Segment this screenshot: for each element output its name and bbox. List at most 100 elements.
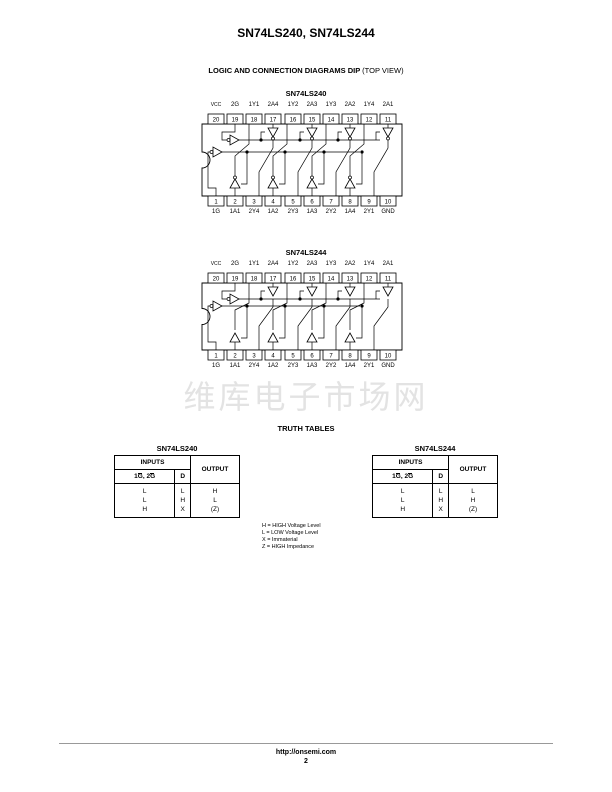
overbar: G [234, 261, 239, 267]
watermark: 维库电子市场网 [183, 378, 429, 416]
pin-label-12: 1Y4 [364, 102, 375, 108]
pin-number: 17 [270, 277, 277, 283]
cell: X [180, 506, 185, 513]
enable-column-header: 1G, 2G [113, 469, 176, 484]
junction-dot [298, 297, 302, 301]
pin-16 [284, 113, 302, 125]
pin-label-2: 1A1 [230, 363, 241, 369]
pin-number: 20 [213, 118, 220, 124]
pin-number: 3 [252, 200, 256, 206]
cell: X [438, 506, 443, 513]
pin-label-2: 1A1 [230, 209, 241, 215]
pin-5 [284, 349, 302, 361]
pin-18 [245, 113, 263, 125]
footer-url[interactable]: http://onsemi.com [275, 749, 337, 756]
overbar [407, 473, 413, 474]
inputs-header: INPUTS [372, 455, 449, 470]
buffer-gate-icon [344, 286, 356, 297]
buffer-gate-icon [306, 127, 318, 138]
data-column-header: D [432, 469, 449, 484]
cell: L [213, 497, 217, 504]
junction-dot [336, 297, 340, 301]
wire-enable [260, 290, 265, 299]
pin-14 [322, 113, 340, 125]
section-title: LOGIC AND CONNECTION DIAGRAMS DIP (TOP V… [0, 66, 612, 75]
pin-number: 19 [232, 118, 239, 124]
diagram-title-ls244: SN74LS244 [285, 248, 327, 257]
cell: L [400, 488, 405, 495]
buffer-gate-icon [344, 178, 356, 189]
wire-enable [318, 152, 325, 185]
junction-dot [360, 304, 364, 308]
wire-enable [241, 306, 248, 339]
wire-2g [221, 124, 236, 141]
pin-number: 7 [329, 354, 333, 360]
pin-16 [284, 272, 302, 284]
cell: H [400, 506, 406, 513]
legend-item: H = HIGH Voltage Level [262, 523, 321, 529]
overbar [149, 473, 155, 474]
cell: L [438, 488, 443, 495]
wire-enable [356, 152, 363, 185]
buffer-gate-icon [267, 286, 279, 297]
pin-label-8: 1A4 [345, 363, 356, 369]
wire-enable [299, 131, 304, 140]
pin-number: 12 [366, 118, 373, 124]
wire-output [272, 283, 288, 330]
legend-item: Z = HIGH Impedance [262, 544, 315, 550]
pin-number: 19 [232, 277, 239, 283]
buffer-gate-icon [344, 127, 356, 138]
pin-number: 13 [347, 118, 354, 124]
buffer-gate-icon [382, 127, 394, 138]
pin-label-11: 2A1 [383, 102, 394, 108]
overbar: G [215, 209, 220, 215]
pin-3 [245, 349, 263, 361]
buffer-gate-icon [267, 178, 279, 189]
junction-dot [360, 150, 364, 154]
cell: (Z) [210, 506, 220, 513]
pin-14 [322, 272, 340, 284]
pin-number: 15 [309, 118, 316, 124]
junction-dot [283, 150, 287, 154]
pin-label-1: 1G [212, 209, 220, 215]
pin-12 [360, 272, 378, 284]
pin-label-6: 1A3 [307, 209, 318, 215]
pin-label-9: 2Y1 [364, 209, 375, 215]
inverter-bubble [348, 136, 352, 141]
wire-output [258, 140, 274, 196]
pin-18 [245, 272, 263, 284]
cell: L [471, 488, 475, 495]
section-title-view: (TOP VIEW) [362, 66, 404, 75]
buffer-gate-icon [212, 300, 223, 312]
pin-number: 2 [233, 354, 237, 360]
buffer-gate-icon [344, 332, 356, 343]
footer: http://onsemi.com 2 [0, 748, 612, 766]
pin-label-3: 2Y4 [249, 363, 260, 369]
overbar [137, 473, 143, 474]
wire-enable [299, 290, 304, 299]
footer-divider [59, 743, 553, 744]
legend-item: X = Immaterial [262, 537, 298, 543]
section-title-bold: LOGIC AND CONNECTION DIAGRAMS DIP [208, 66, 361, 75]
legend-item: L = LOW Voltage Level [262, 530, 319, 536]
enable-column-header: 1G, 2G [371, 469, 434, 484]
inverter-bubble [233, 175, 237, 180]
enable-column-text: 1G, 2G [392, 473, 414, 480]
pin-label-15: 2A3 [307, 102, 318, 108]
junction-dot [298, 138, 302, 142]
truth-tables-title: TRUTH TABLES [277, 424, 335, 433]
wire-output [335, 299, 351, 350]
wire-output [311, 283, 327, 330]
enable-bubble [209, 304, 214, 308]
pin-label-9: 2Y1 [364, 363, 375, 369]
pin-number: 5 [291, 354, 295, 360]
pin-20 [207, 272, 225, 284]
pin-number: 8 [348, 200, 352, 206]
pin-label-3: 2Y4 [249, 209, 260, 215]
pin-7 [322, 195, 340, 207]
pin-label-13: 2A2 [345, 102, 356, 108]
wire-output [234, 124, 250, 176]
overbar: G [215, 363, 220, 369]
pin-label-10: GND [381, 209, 395, 215]
